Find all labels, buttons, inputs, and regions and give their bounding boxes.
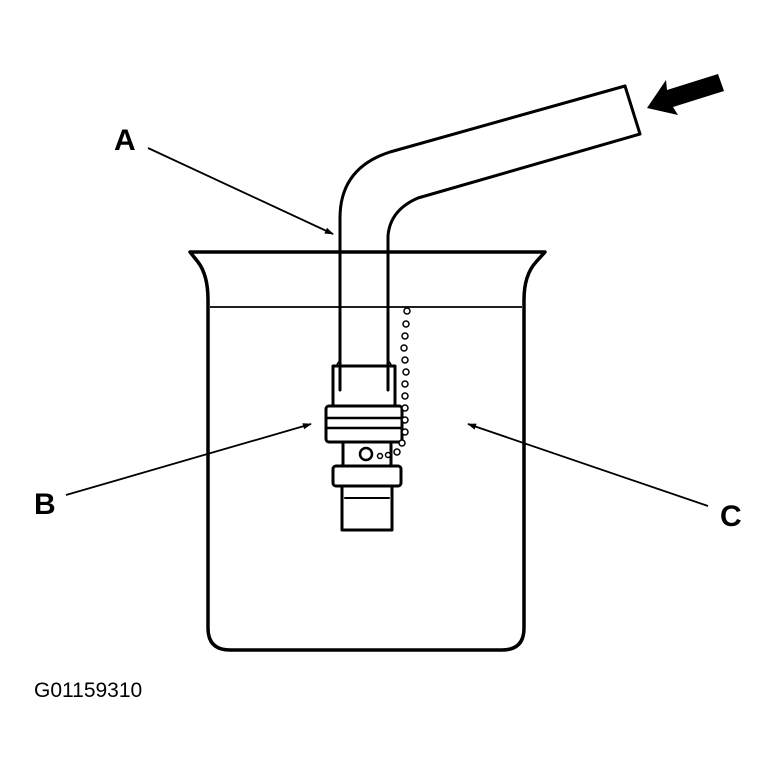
valve-port-hole (358, 446, 374, 462)
bent-tube (335, 84, 642, 392)
callout-label-b: B (34, 488, 56, 521)
leader-line-a (147, 147, 334, 235)
callout-label-a: A (114, 124, 136, 157)
airflow-arrow-icon (647, 74, 724, 115)
leader-line-c (467, 423, 709, 507)
valve-fitting (324, 364, 404, 532)
callout-label-c: C (720, 500, 742, 533)
leader-line-b (65, 423, 312, 496)
air-bubbles (376, 307, 411, 460)
figure-id: G01159310 (34, 679, 142, 702)
beaker (188, 250, 547, 652)
